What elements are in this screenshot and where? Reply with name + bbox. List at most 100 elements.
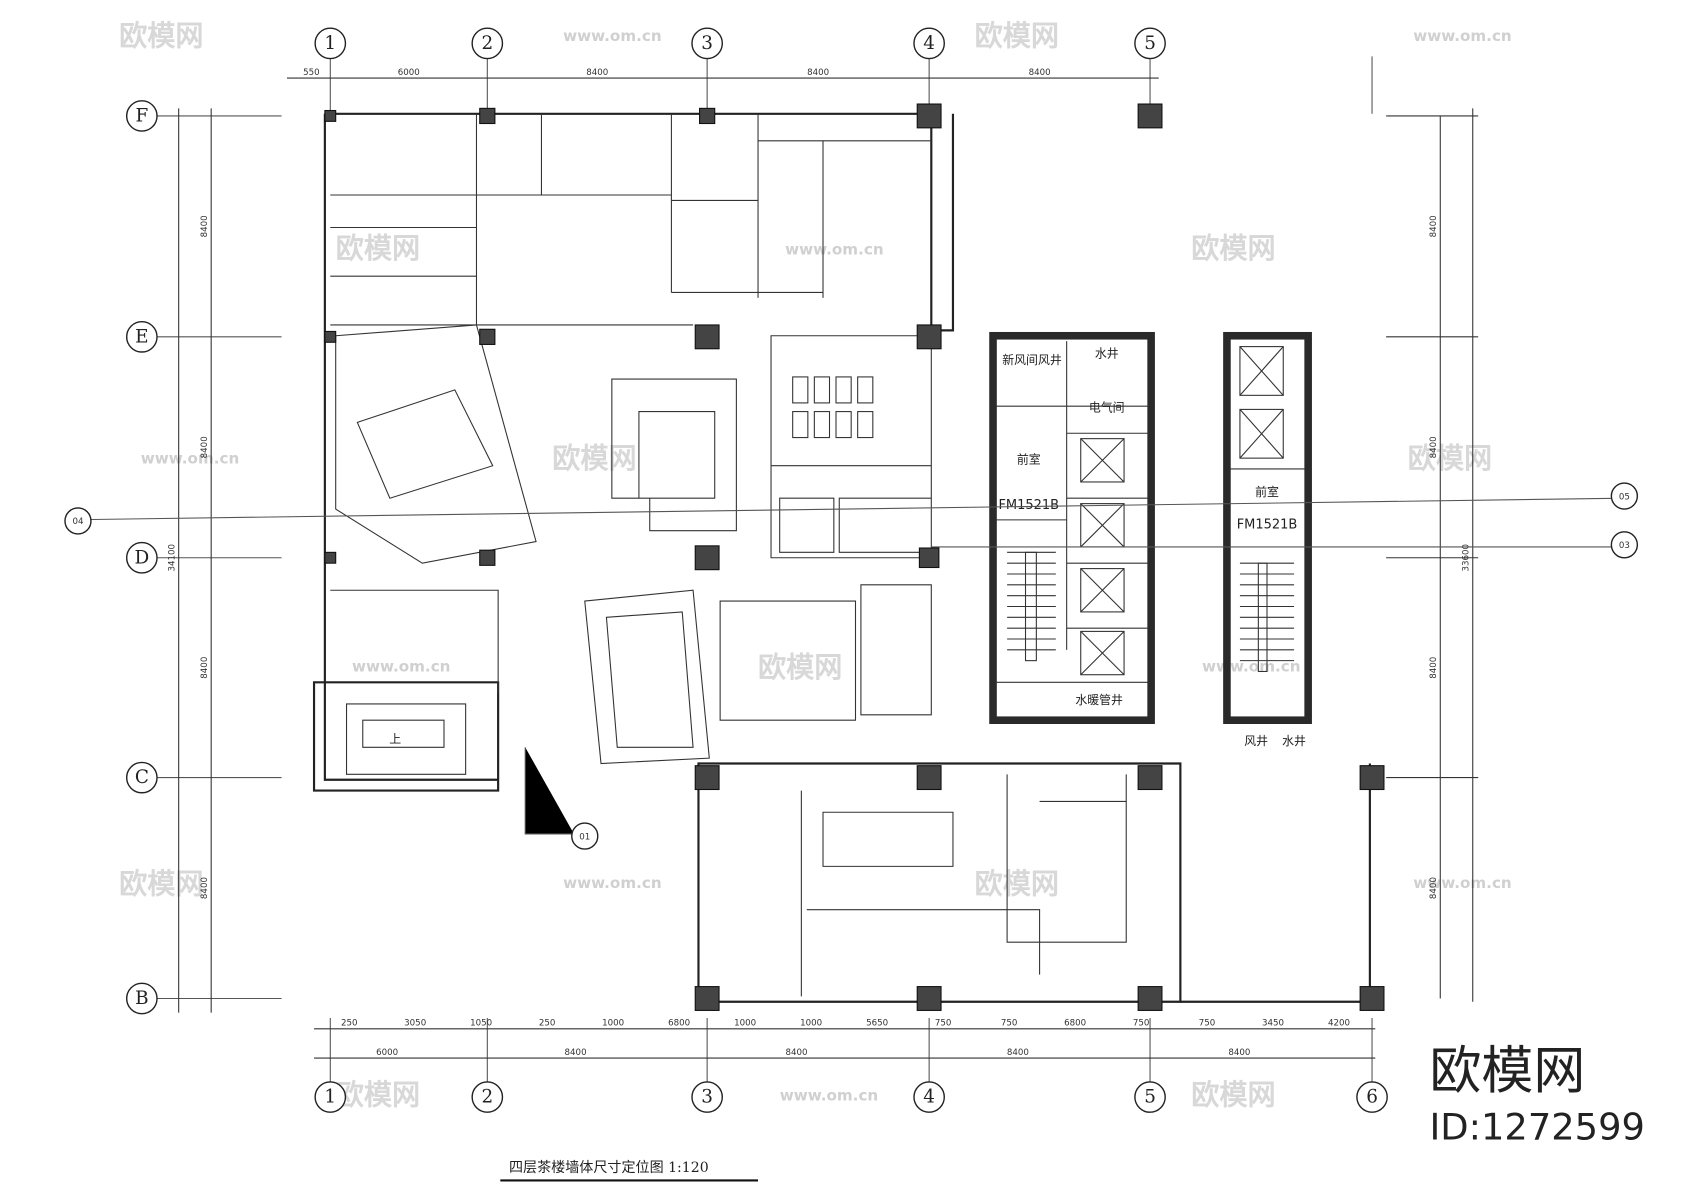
dimension-text: 1000 (734, 1019, 756, 1029)
structural-column (324, 551, 337, 564)
room-label-water-well: 水井 (1095, 346, 1119, 360)
structural-column (1137, 765, 1163, 791)
dimension-text: 8400 (1429, 877, 1439, 899)
axis-bubble (125, 982, 158, 1015)
dimension-text: 3450 (1262, 1019, 1284, 1029)
drawing-title: 四层茶楼墙体尺寸定位图 1:120 (509, 1160, 709, 1176)
dimension-text: 6000 (398, 68, 420, 78)
axis-bubble (691, 1081, 724, 1113)
watermark-url: www.om.cn (563, 27, 662, 45)
axis-label: 4 (923, 1087, 935, 1108)
dimension-text: 1000 (602, 1019, 624, 1029)
axis-label: D (134, 547, 149, 568)
watermark-text: 欧模网 (975, 867, 1059, 900)
section-mark: 03 (1619, 541, 1630, 551)
watermark-url: www.om.cn (141, 450, 240, 468)
axis-bubble (913, 1081, 945, 1113)
watermark-text: 欧模网 (1191, 232, 1275, 265)
dimension-text: 8400 (1228, 1048, 1250, 1058)
dimension-text: 4200 (1328, 1019, 1350, 1029)
dimension-text: 5650 (866, 1019, 888, 1029)
dimension-text: 8400 (1429, 215, 1439, 237)
room-label-lobby: 前室 (1017, 453, 1041, 467)
dimension-text: 8400 (586, 68, 608, 78)
door-label: FM1521B (998, 498, 1059, 513)
axis-bubble (691, 27, 724, 60)
axis-label: 2 (481, 33, 493, 54)
dimension-text: 8400 (200, 877, 210, 899)
watermark-url: www.om.cn (1413, 27, 1512, 45)
dimension-text: 8400 (785, 1048, 807, 1058)
structural-column (694, 765, 720, 791)
structural-column (694, 324, 720, 350)
axis-label: 3 (701, 1087, 713, 1108)
dimension-text: 1000 (800, 1019, 822, 1029)
axis-label: 1 (324, 33, 336, 54)
structural-column (324, 109, 337, 122)
axis-label: 5 (1144, 1087, 1156, 1108)
dimension-text: 8400 (565, 1048, 587, 1058)
axis-bubble (471, 27, 504, 60)
watermark-text: 欧模网 (552, 442, 636, 475)
structural-column (694, 545, 720, 571)
structural-column (1137, 986, 1163, 1011)
watermark-url: www.om.cn (785, 241, 884, 259)
structural-column (916, 765, 942, 791)
dimension-text: 8400 (1429, 657, 1439, 679)
room-label-water-well-2: 水井 (1282, 734, 1306, 748)
structural-column (918, 547, 940, 569)
watermark-text: 欧模网 (119, 867, 203, 900)
axis-bubble (1134, 1081, 1166, 1113)
structural-column (1359, 986, 1385, 1011)
dimension-text: 250 (341, 1019, 358, 1029)
section-mark: 04 (72, 517, 84, 527)
dimension-text: 750 (1001, 1019, 1018, 1029)
watermark-text: 欧模网 (1408, 442, 1492, 475)
structural-column (479, 549, 496, 566)
dimension-text: 750 (1199, 1019, 1216, 1029)
axis-bubble (125, 100, 158, 132)
door-label-2: FM1521B (1237, 518, 1298, 533)
watermark-text: 欧模网 (758, 651, 842, 684)
dimension-text: 8400 (200, 215, 210, 237)
watermark-text: 欧模网 (119, 20, 203, 53)
watermark-text: 欧模网 (975, 20, 1059, 53)
axis-bubble (125, 320, 158, 353)
room-label-electrical: 电气间 (1089, 401, 1125, 415)
axis-label: 4 (923, 33, 935, 54)
brand-logo-text: 欧模网 (1429, 1041, 1585, 1101)
axis-label: 5 (1144, 33, 1156, 54)
structural-column (916, 324, 942, 350)
watermark-url: www.om.cn (780, 1086, 879, 1104)
image-id: ID:1272599 (1429, 1105, 1644, 1148)
structural-column (699, 107, 716, 125)
watermark-text: 欧模网 (1191, 1079, 1275, 1112)
dimension-text: 750 (1133, 1019, 1150, 1029)
watermark-text: 欧模网 (336, 232, 420, 265)
dimension-text: 6000 (376, 1048, 398, 1058)
watermark-text: 欧模网 (336, 1079, 420, 1112)
axis-bubble (125, 541, 158, 574)
dimension-text: 250 (539, 1019, 556, 1029)
section-mark: 05 (1619, 492, 1630, 502)
dimension-text: 6800 (668, 1019, 690, 1029)
section-marks: 04 05 03 01 (64, 482, 1639, 850)
structural-column (694, 986, 720, 1011)
axis-label: C (135, 767, 149, 788)
axis-label: 3 (701, 33, 713, 54)
dimension-text: 8400 (1429, 436, 1439, 458)
stair-elevator-core-1: 新风间风井 水井 电气间 前室 FM1521B 水暖管井 (989, 331, 1155, 724)
dimension-text: 8400 (200, 436, 210, 458)
room-label-pipe-shaft: 水暖管井 (1075, 693, 1123, 707)
axis-bubble (314, 1081, 347, 1113)
room-label-lobby-2: 前室 (1255, 485, 1279, 499)
structural-column (479, 328, 496, 345)
structural-column (916, 986, 942, 1011)
watermark-url: www.om.cn (1413, 874, 1512, 892)
watermark-layer: 欧模网 欧模网 欧模网 欧模网 欧模网 欧模网 欧模网 欧模网 欧模网 欧模网 … (119, 20, 1512, 1112)
axis-bubble (1356, 1081, 1388, 1113)
axis-label: 2 (481, 1087, 493, 1108)
